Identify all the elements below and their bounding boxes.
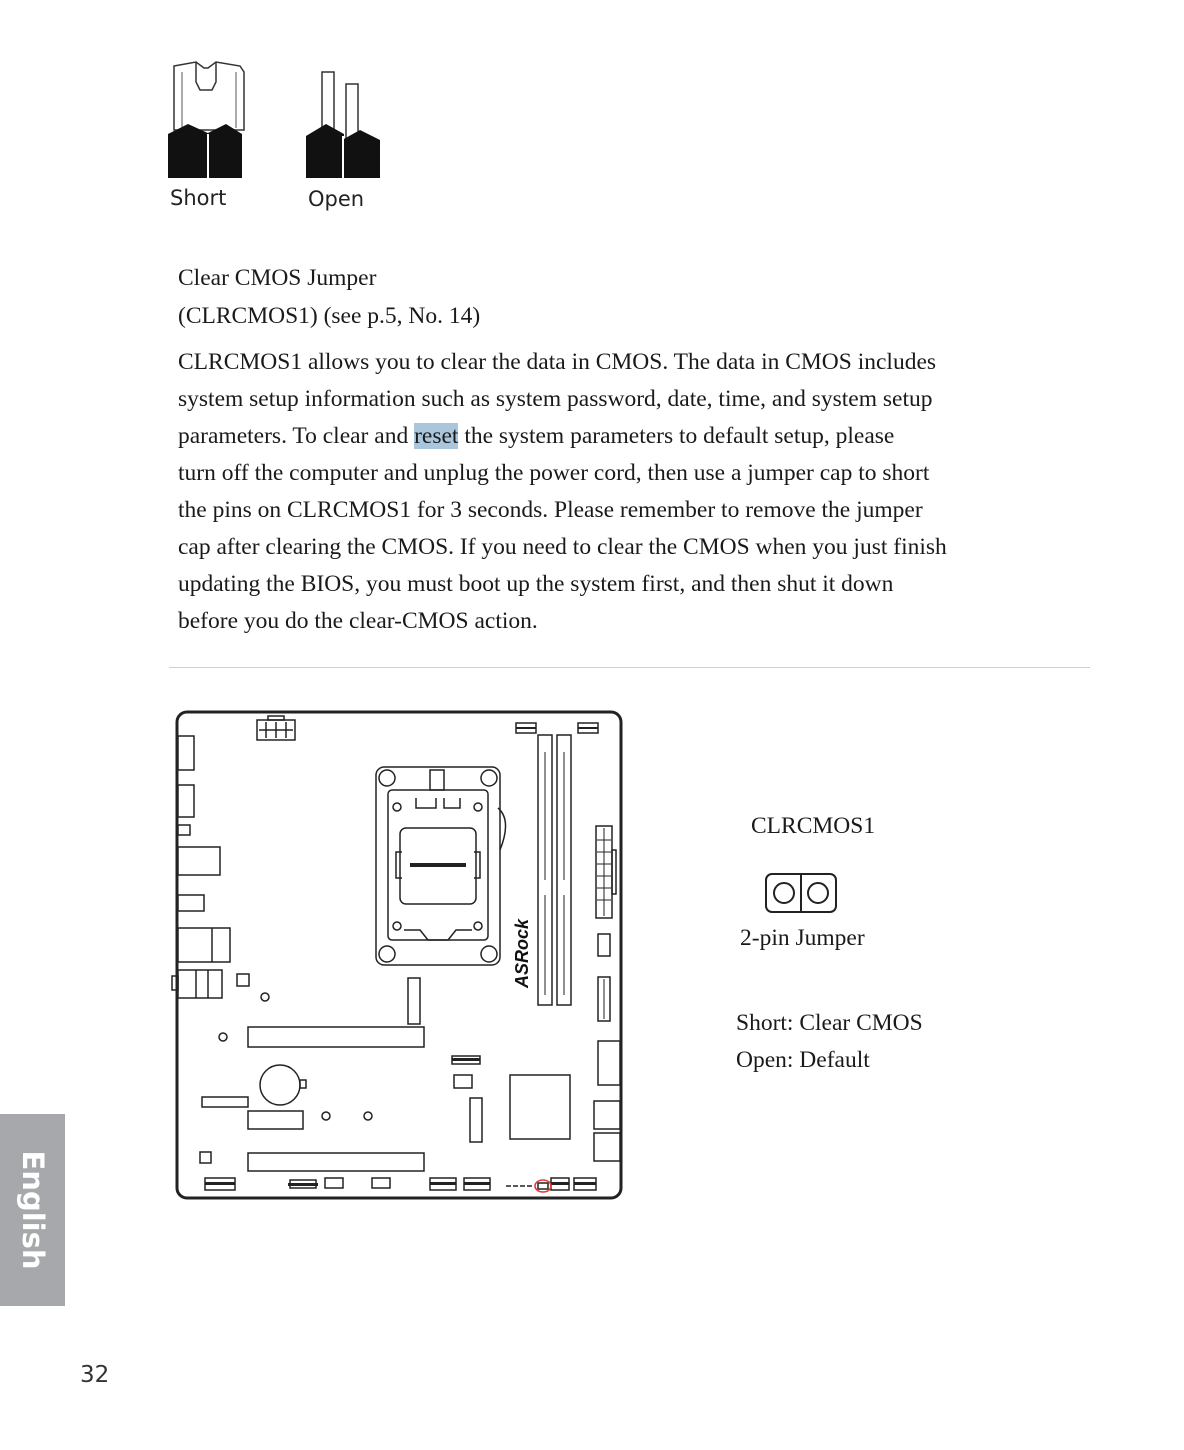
board-brand-logo: ASRock	[512, 918, 532, 989]
jumper-short-label: Short	[170, 186, 227, 210]
language-tab-label: English	[15, 1150, 50, 1270]
two-pin-jumper-icon	[765, 873, 837, 913]
motherboard-diagram: ASRock	[171, 710, 623, 1200]
jumper-short-illustration	[168, 61, 245, 178]
paragraph-line: CLRCMOS1 allows you to clear the data in…	[178, 349, 937, 375]
highlighted-word: reset	[414, 423, 459, 449]
section-title: Clear CMOS Jumper	[178, 265, 377, 291]
paragraph-line-end: the system parameters to default setup, …	[458, 423, 895, 449]
paragraph-line: before you do the clear-CMOS action.	[178, 608, 538, 634]
paragraph-line: cap after clearing the CMOS. If you need…	[178, 534, 947, 560]
header-name: CLRCMOS1	[751, 813, 876, 839]
section-paragraph: CLRCMOS1 allows you to clear the data in…	[178, 344, 1018, 640]
paragraph-line: system setup information such as system …	[178, 386, 933, 412]
paragraph-line: parameters. To clear and reset the syste…	[178, 418, 1018, 455]
language-tab: English	[0, 1114, 65, 1306]
jumper-open-label: Open	[308, 187, 365, 211]
open-state: Open: Default	[736, 1047, 870, 1073]
paragraph-line-start: parameters. To clear and	[178, 423, 415, 449]
section-subtitle: (CLRCMOS1) (see p.5, No. 14)	[178, 303, 481, 329]
paragraph-line: turn off the computer and unplug the pow…	[178, 460, 930, 486]
short-state: Short: Clear CMOS	[736, 1010, 923, 1036]
page-number: 32	[80, 1362, 110, 1388]
jumper-type: 2-pin Jumper	[740, 925, 865, 951]
section-divider	[169, 667, 1090, 668]
jumper-open-illustration	[306, 71, 380, 178]
paragraph-line: the pins on CLRCMOS1 for 3 seconds. Plea…	[178, 497, 923, 523]
paragraph-line: updating the BIOS, you must boot up the …	[178, 571, 894, 597]
